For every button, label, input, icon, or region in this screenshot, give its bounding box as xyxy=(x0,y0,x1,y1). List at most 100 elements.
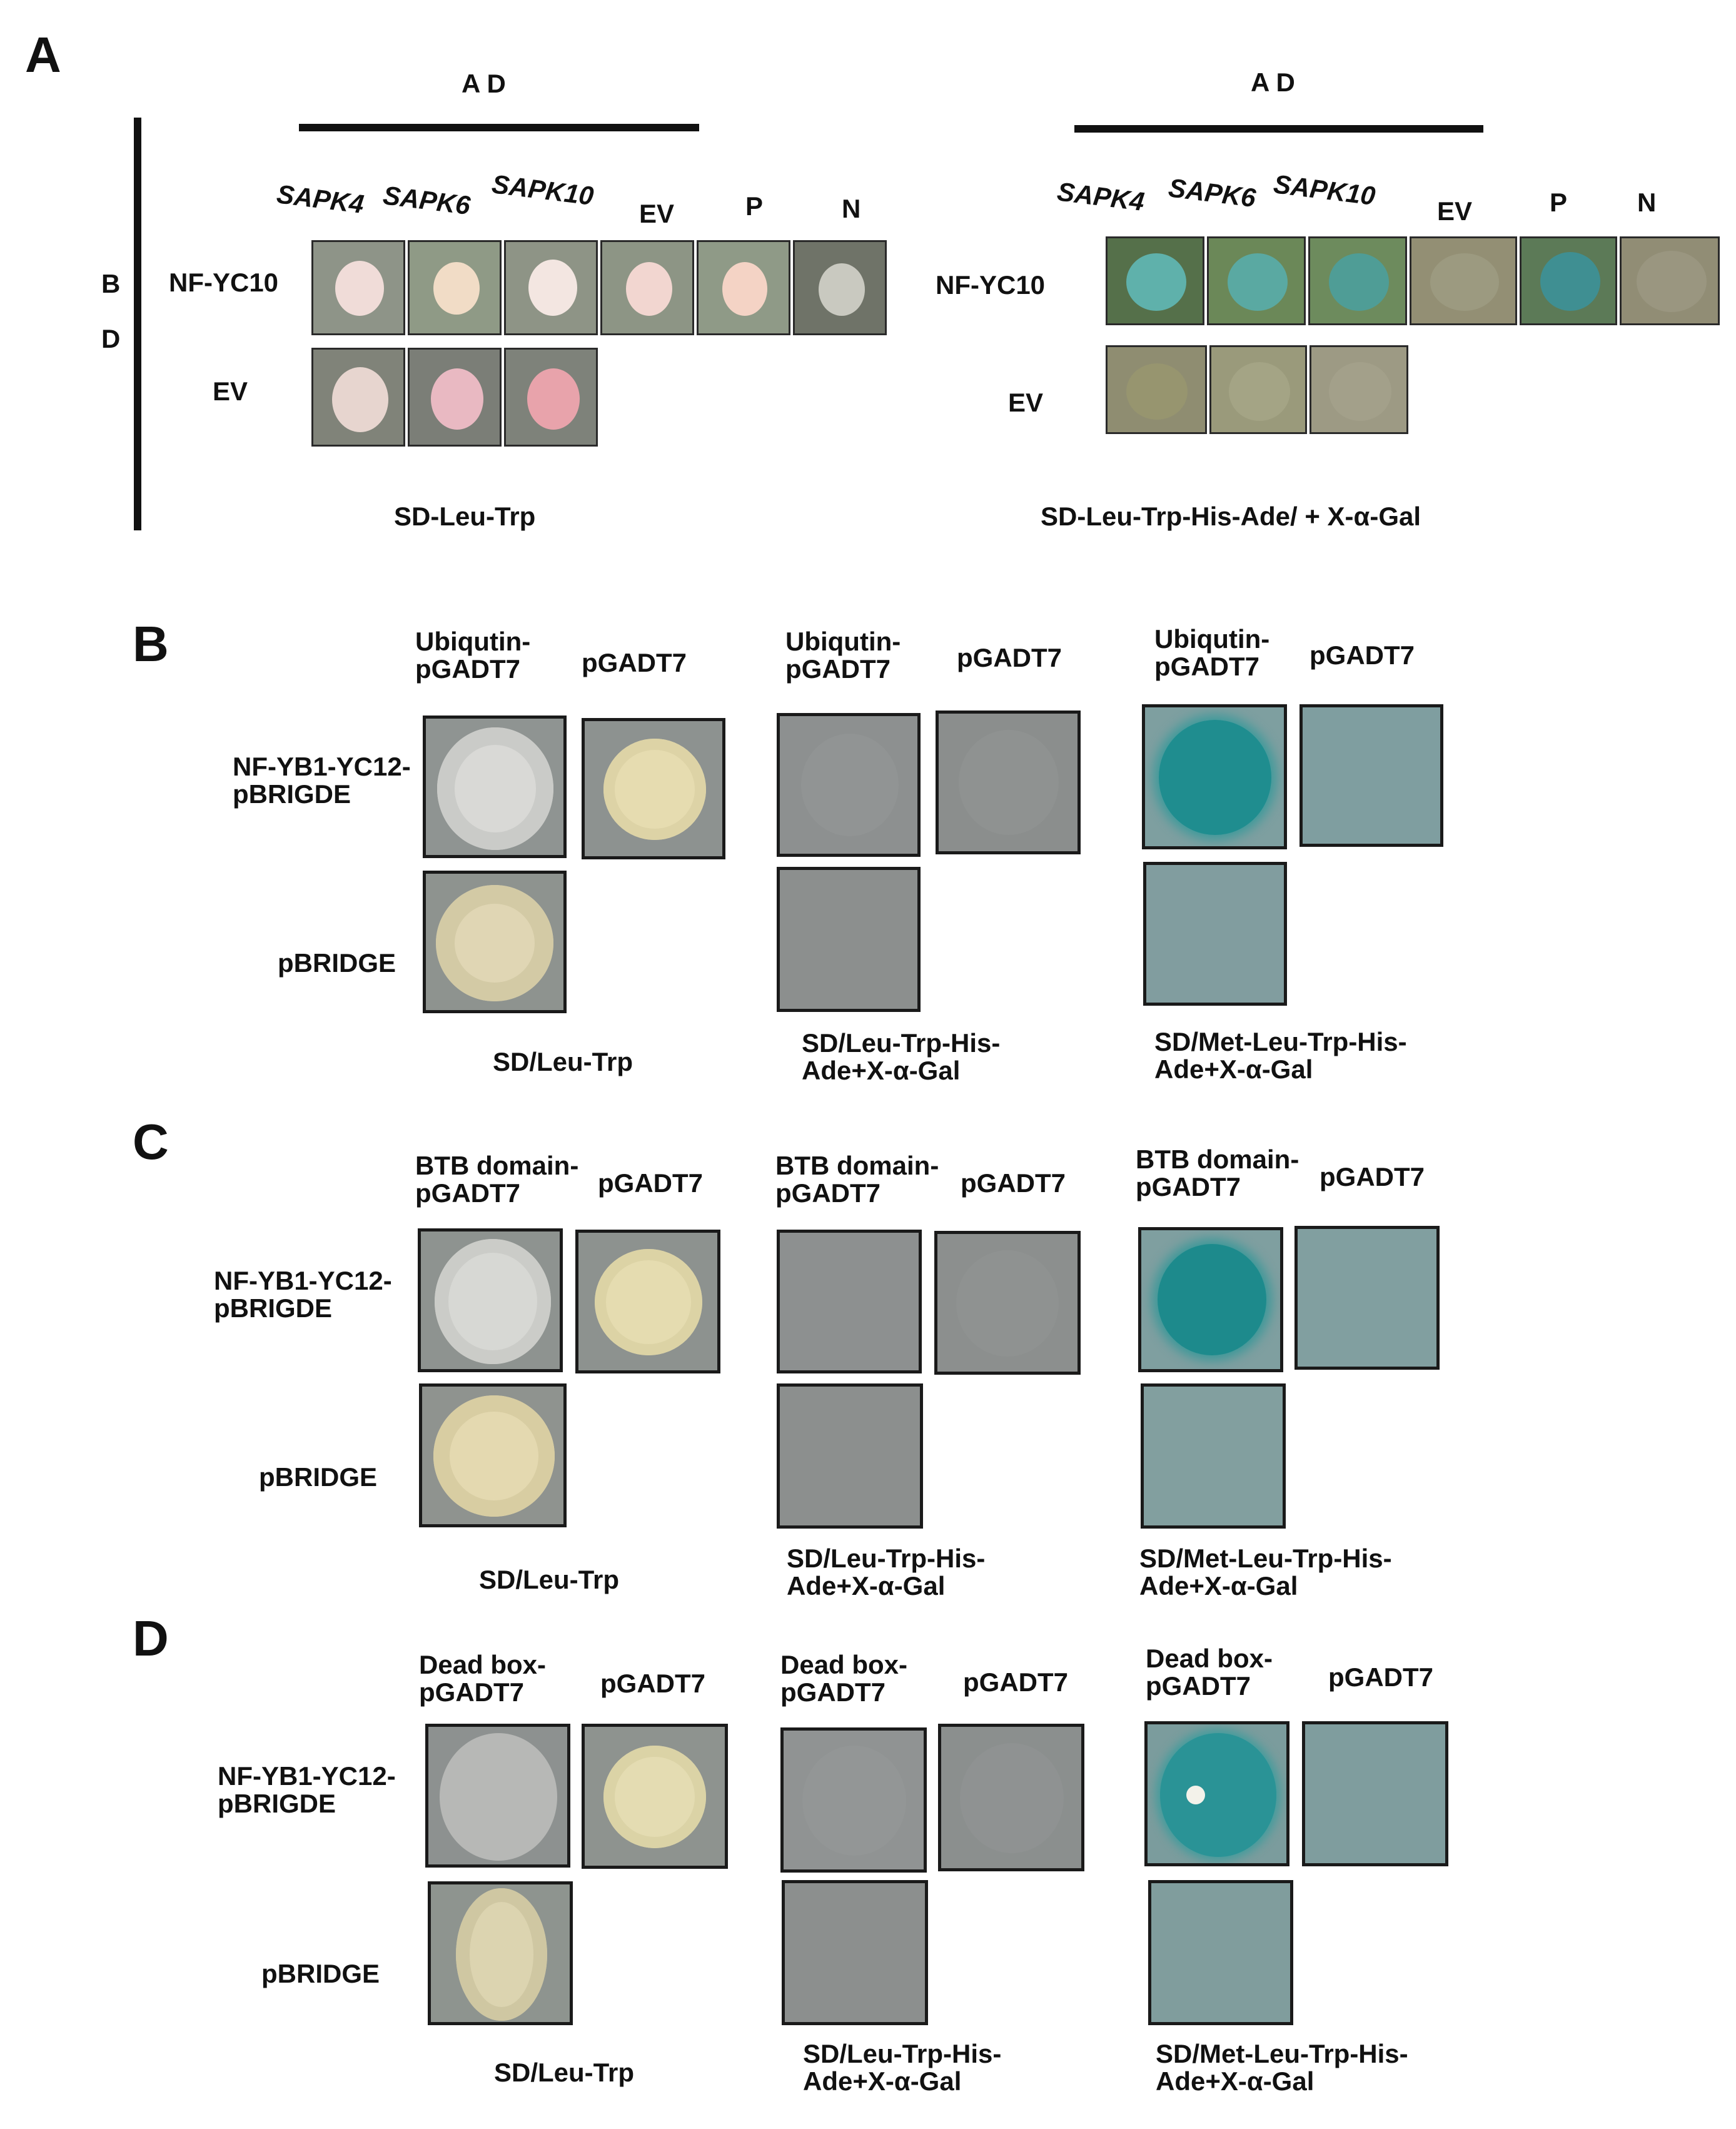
plate-tile xyxy=(1106,236,1204,325)
plate-square xyxy=(777,1383,923,1529)
plate-tile xyxy=(1520,236,1617,325)
yeast-colony xyxy=(722,262,767,316)
d-col1-line2: pGADT7 xyxy=(1146,1671,1251,1701)
c-col1-label-a: BTB domain-pGADT7 xyxy=(415,1151,579,1207)
c-col1-line1: BTB domain- xyxy=(415,1151,579,1180)
plate-tile xyxy=(793,240,887,335)
yeast-colony xyxy=(603,1746,706,1848)
yeast-colony xyxy=(595,1249,702,1355)
yeast-colony xyxy=(437,727,553,850)
c-row1-line1: NF-YB1-YC12- xyxy=(214,1266,392,1295)
d-row2-label: pBRIDGE xyxy=(261,1959,380,1988)
d-row1-line2: pBRIGDE xyxy=(218,1789,336,1819)
plate-square xyxy=(423,871,567,1013)
yeast-colony xyxy=(433,1395,555,1517)
col-ev-left: EV xyxy=(639,199,675,228)
yeast-colony xyxy=(1229,362,1290,421)
row-ev-right: EV xyxy=(1008,388,1044,417)
d-col1-line1: Dead box- xyxy=(1146,1644,1273,1673)
d-col1-line1: Dead box- xyxy=(419,1650,547,1679)
row-ev-left: EV xyxy=(213,377,248,406)
col-sapk6-left: SAPK6 xyxy=(381,180,472,221)
plate-tile xyxy=(504,348,598,447)
b-media3: SD/Met-Leu-Trp-His-Ade+X-α-Gal xyxy=(1154,1028,1407,1083)
b-col1-line1: Ubiqutin- xyxy=(1154,624,1270,654)
b-row2-label: pBRIDGE xyxy=(278,948,396,978)
d-col1-label-c: Dead box-pGADT7 xyxy=(1146,1644,1273,1701)
c-media2-line2: Ade+X-α-Gal xyxy=(787,1571,946,1601)
plate-square xyxy=(1144,1721,1289,1866)
plate-square xyxy=(575,1230,720,1373)
plate-tile xyxy=(311,240,405,335)
plate-square xyxy=(777,867,921,1012)
plate-tile xyxy=(697,240,790,335)
d-col2-label-c: pGADT7 xyxy=(1328,1662,1433,1692)
plate-square xyxy=(938,1724,1084,1871)
b-media2: SD/Leu-Trp-His-Ade+X-α-Gal xyxy=(802,1029,1000,1085)
bd-label-b: B xyxy=(101,269,121,298)
plate-square xyxy=(418,1228,563,1372)
b-col2-label-b: pGADT7 xyxy=(957,643,1062,672)
b-col1-label-a: Ubiqutin-pGADT7 xyxy=(415,627,530,683)
yeast-colony xyxy=(959,730,1059,835)
d-col2-label-b: pGADT7 xyxy=(963,1667,1068,1697)
yeast-colony xyxy=(1329,253,1389,311)
yeast-colony xyxy=(433,262,480,315)
c-col1-line2: pGADT7 xyxy=(1136,1172,1241,1202)
c-media3-line2: Ade+X-α-Gal xyxy=(1139,1571,1298,1601)
yeast-colony xyxy=(1126,363,1188,420)
b-media3-line2: Ade+X-α-Gal xyxy=(1154,1054,1313,1085)
plate-tile xyxy=(1310,345,1408,434)
d-media3: SD/Met-Leu-Trp-His-Ade+X-α-Gal xyxy=(1156,2040,1408,2095)
d-media1: SD/Leu-Trp xyxy=(494,2058,635,2087)
d-col1-line2: pGADT7 xyxy=(419,1677,524,1707)
col-p-left: P xyxy=(745,191,764,221)
c-row1-line2: pBRIGDE xyxy=(214,1293,332,1323)
yeast-colony xyxy=(802,1746,906,1856)
yeast-colony xyxy=(819,263,865,316)
yeast-colony xyxy=(440,1733,557,1861)
c-col2-label-a: pGADT7 xyxy=(598,1168,703,1198)
d-row1-line1: NF-YB1-YC12- xyxy=(218,1761,396,1791)
col-sapk10-left: SAPK10 xyxy=(490,169,595,211)
yeast-colony xyxy=(801,734,899,836)
c-media2: SD/Leu-Trp-His-Ade+X-α-Gal xyxy=(787,1544,985,1601)
yeast-colony xyxy=(626,262,672,316)
plate-square xyxy=(423,716,567,858)
yeast-colony xyxy=(1160,1733,1276,1857)
plate-square xyxy=(934,1231,1081,1375)
yeast-colony xyxy=(1159,720,1271,835)
plate-tile xyxy=(504,240,598,335)
yeast-colony xyxy=(431,368,483,430)
b-col2-label-a: pGADT7 xyxy=(582,648,687,677)
c-col1-line1: BTB domain- xyxy=(775,1151,939,1180)
row-nfyc10-left: NF-YC10 xyxy=(169,268,279,297)
b-row1-line1: NF-YB1-YC12- xyxy=(233,752,411,781)
plate-square xyxy=(428,1881,573,2025)
b-col2-label-c: pGADT7 xyxy=(1310,640,1415,670)
yeast-colony xyxy=(1637,251,1707,312)
plate-square xyxy=(936,711,1081,854)
c-row2-label: pBRIDGE xyxy=(259,1462,377,1492)
yeast-colony xyxy=(435,1239,551,1364)
plate-square xyxy=(582,718,725,859)
ad-line-right xyxy=(1074,125,1483,133)
b-col1-line2: pGADT7 xyxy=(785,654,891,684)
b-row1-line2: pBRIGDE xyxy=(233,779,351,809)
d-media2-line1: SD/Leu-Trp-His- xyxy=(803,2039,1002,2068)
d-col2-label-a: pGADT7 xyxy=(600,1669,705,1698)
c-col1-label-c: BTB domain-pGADT7 xyxy=(1136,1145,1299,1202)
col-ev-right: EV xyxy=(1437,196,1473,226)
col-p-right: P xyxy=(1550,188,1568,217)
col-sapk4-left: SAPK4 xyxy=(275,179,366,220)
plate-square xyxy=(782,1880,928,2025)
yeast-colony xyxy=(456,1888,547,2021)
white-spot xyxy=(1186,1786,1205,1804)
ad-line-left xyxy=(299,124,699,131)
b-col1-line1: Ubiqutin- xyxy=(785,627,901,656)
yeast-colony xyxy=(1430,253,1499,311)
d-col1-label-a: Dead box-pGADT7 xyxy=(419,1651,546,1706)
row-nfyc10-right: NF-YC10 xyxy=(936,270,1046,300)
col-sapk6-right: SAPK6 xyxy=(1166,173,1258,213)
plate-square xyxy=(425,1724,570,1868)
